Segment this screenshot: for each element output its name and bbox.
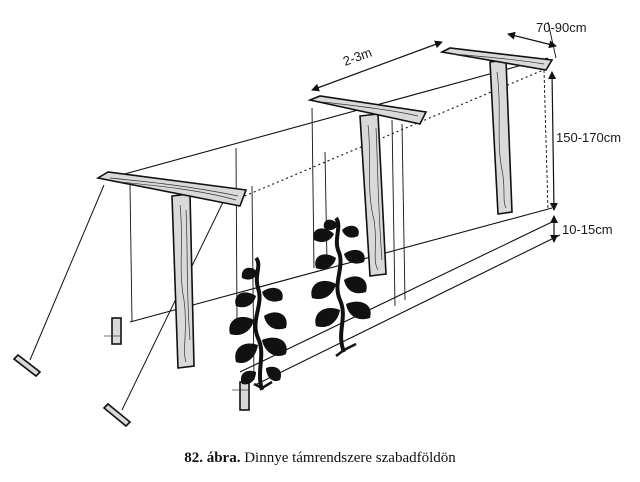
figure-caption: 82. ábra. Dinnye támrendszere szabadföld… — [0, 450, 640, 467]
stake-front — [232, 381, 250, 411]
caption-text: Dinnye támrendszere szabadföldön — [244, 450, 456, 466]
label-bottom-offset: 10-15cm — [562, 222, 613, 237]
dimension-height: 150-170cm — [548, 71, 621, 211]
post-front — [95, 171, 248, 369]
ground-anchor-left — [12, 353, 42, 378]
ground-anchor-front — [102, 402, 132, 428]
caption-number: 82. ábra. — [184, 450, 241, 466]
dimension-bottom-offset: 10-15cm — [550, 215, 613, 243]
top-wires — [109, 57, 549, 199]
melon-plant-middle — [311, 216, 371, 357]
label-spacing: 2-3m — [341, 45, 374, 69]
label-top-width: 70-90cm — [536, 20, 587, 35]
label-height: 150-170cm — [556, 130, 621, 145]
guy-wires — [29, 184, 227, 411]
post-back — [439, 47, 554, 215]
melon-plant-front — [229, 256, 287, 391]
stake-left — [104, 317, 122, 345]
post-middle — [307, 95, 428, 277]
dimension-top-width: 70-90cm — [507, 20, 587, 59]
dimension-spacing: 2-3m — [311, 40, 443, 92]
support-strings — [129, 69, 549, 381]
